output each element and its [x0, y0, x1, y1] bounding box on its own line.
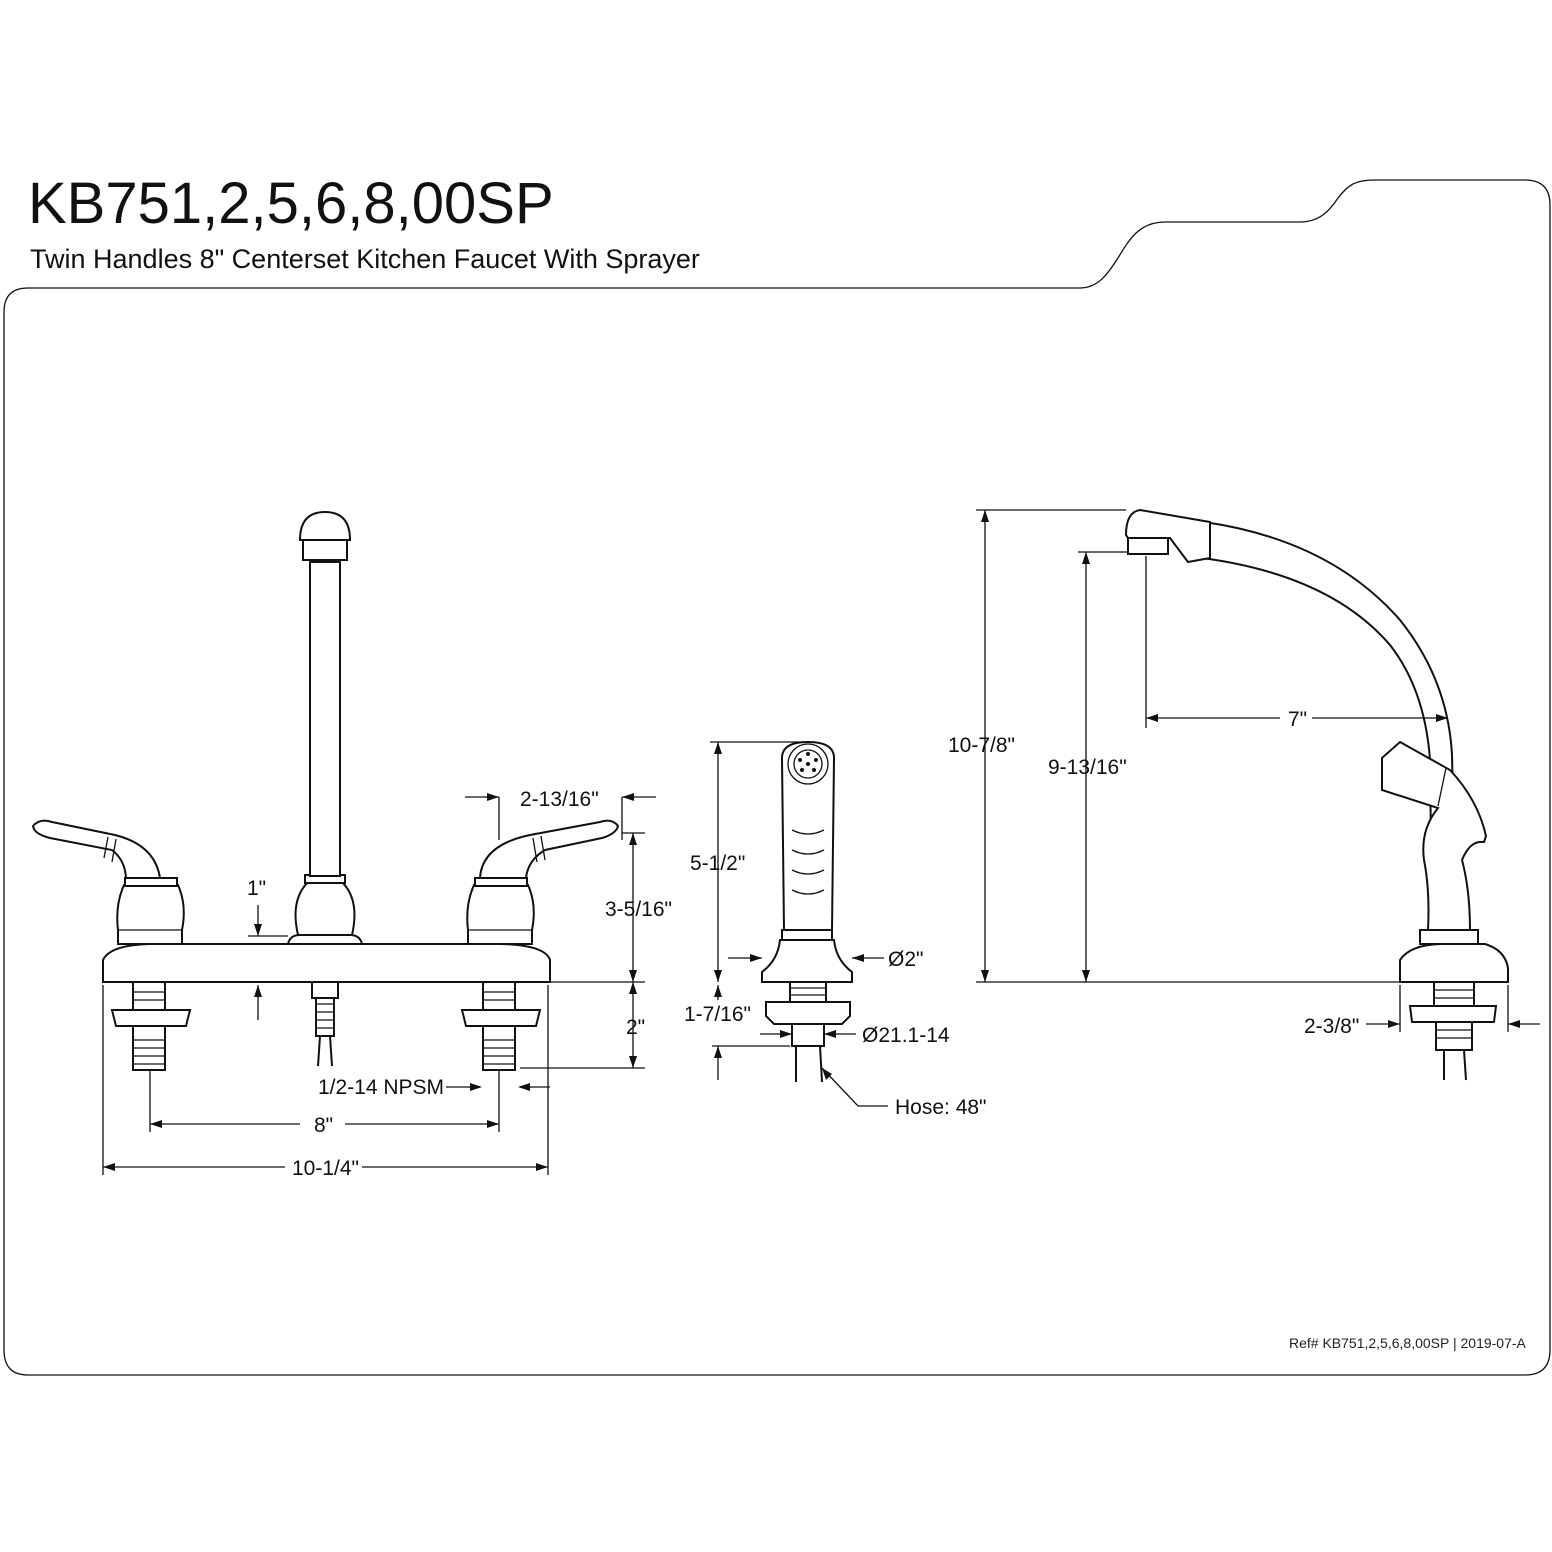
page-subtitle: Twin Handles 8" Centerset Kitchen Faucet… — [30, 244, 700, 274]
dim-overall-height: 10-7/8" — [948, 734, 1015, 757]
dim-thread: 1/2-14 NPSM — [318, 1076, 444, 1099]
side-dimensions: 10-7/8" 9-13/16" 7" 2-3/8" — [948, 509, 1540, 1038]
dim-center-spacing: 8" — [314, 1114, 333, 1137]
dim-sprayer-thread: Ø21.1-14 — [862, 1024, 950, 1047]
drawing-frame — [3, 179, 1551, 1376]
dim-spout-clearance: 9-13/16" — [1048, 756, 1127, 779]
reference-code: Ref# KB751,2,5,6,8,00SP | 2019-07-A — [1289, 1335, 1526, 1351]
page-title: KB751,2,5,6,8,00SP — [28, 171, 554, 236]
dim-base-depth: 2-3/8" — [1304, 1015, 1359, 1038]
dim-overall-width: 10-1/4" — [292, 1157, 359, 1180]
dim-sprayer-height: 5-1/2" — [690, 852, 745, 875]
dim-handle-offset: 2-13/16" — [520, 788, 599, 811]
dim-hose: Hose: 48" — [895, 1096, 987, 1119]
dim-spout-reach: 7" — [1288, 708, 1307, 731]
front-view — [31, 510, 620, 1071]
dim-sprayer-base: Ø2" — [888, 948, 923, 971]
front-dimensions: 2-13/16" 1" 3-5/16" 2" 1/2-14 NPSM — [102, 788, 672, 1180]
side-view — [1124, 508, 1509, 1081]
dim-sprayer-mount: 1-7/16" — [684, 1003, 751, 1026]
dim-handle-height: 3-5/16" — [605, 898, 672, 921]
sprayer-dimensions: 5-1/2" Ø2" 1-7/16" Ø21.1-14 Hose: 48" — [684, 741, 987, 1119]
sprayer-view — [761, 740, 853, 1083]
dim-shank-length: 2" — [626, 1016, 645, 1039]
dim-escutcheon-spout: 1" — [247, 877, 266, 900]
